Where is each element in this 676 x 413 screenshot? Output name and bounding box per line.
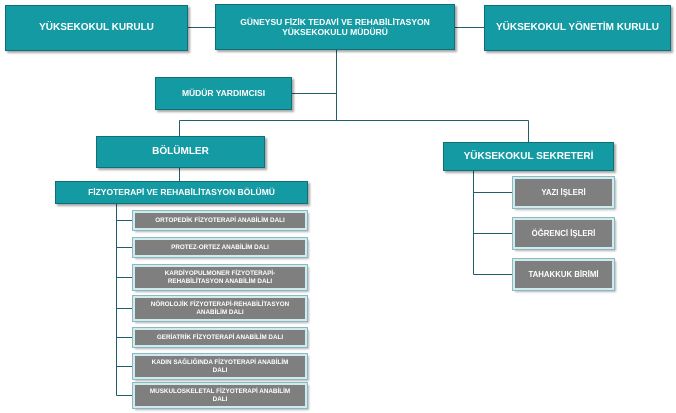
division-box: KADIN SAĞLIĞINDA FİZYOTERAPİ ANABİLİM DA… <box>132 353 308 380</box>
division-box: NÖROLOJİK FİZYOTERAPİ-REHABİLİTASYON ANA… <box>132 295 308 322</box>
division-label: PROTEZ-ORTEZ ANABİLİM DALI <box>171 243 269 251</box>
secretariat-unit-box: ÖĞRENCİ İŞLERİ <box>512 217 615 250</box>
departments-box: BÖLÜMLER <box>96 136 265 168</box>
secretariat-unit-label: YAZI İŞLERİ <box>541 187 586 197</box>
secretariat-unit-label: ÖĞRENCİ İŞLERİ <box>531 228 596 238</box>
secretariat-unit-box: TAHAKKUK BİRİMİ <box>512 258 615 291</box>
departments-label: BÖLÜMLER <box>152 146 209 157</box>
division-box: ORTOPEDİK FİZYOTERAPİ ANABİLİM DALI <box>132 210 308 231</box>
division-label: ORTOPEDİK FİZYOTERAPİ ANABİLİM DALI <box>155 216 285 224</box>
board-box: YÜKSEKOKUL KURULU <box>5 5 188 51</box>
division-box: GERİATRİK FİZYOTERAPİ ANABİLİM DALI <box>132 327 308 348</box>
division-label: KADIN SAĞLIĞINDA FİZYOTERAPİ ANABİLİM DA… <box>151 358 289 374</box>
division-label: NÖROLOJİK FİZYOTERAPİ-REHABİLİTASYON ANA… <box>150 300 290 316</box>
division-box: KARDİYOPULMONER FİZYOTERAPİ-REHABİLİTASY… <box>132 264 308 291</box>
secretariat-unit-box: YAZI İŞLERİ <box>512 176 615 209</box>
division-label: GERİATRİK FİZYOTERAPİ ANABİLİM DALI <box>156 333 284 341</box>
secretariat-unit-label: TAHAKKUK BİRİMİ <box>528 269 599 279</box>
board-label: YÜKSEKOKUL KURULU <box>39 22 154 33</box>
executive-board-label: YÜKSEKOKUL YÖNETİM KURULU <box>496 22 659 33</box>
secretary-box: YÜKSEKOKUL SEKRETERİ <box>443 142 614 171</box>
division-box: PROTEZ-ORTEZ ANABİLİM DALI <box>132 237 308 258</box>
executive-board-box: YÜKSEKOKUL YÖNETİM KURULU <box>484 5 671 51</box>
director-label: GÜNEYSU FİZİK TEDAVİ VE REHABİLİTASYON Y… <box>240 16 430 37</box>
division-label: KARDİYOPULMONER FİZYOTERAPİ-REHABİLİTASY… <box>164 269 276 285</box>
division-label: MUSKULOSKELETAL FİZYOTERAPİ ANABİLİM DAL… <box>149 387 291 403</box>
deputy-label: MÜDÜR YARDIMCISI <box>181 88 266 99</box>
secretary-label: YÜKSEKOKUL SEKRETERİ <box>463 150 594 162</box>
director-box: GÜNEYSU FİZİK TEDAVİ VE REHABİLİTASYON Y… <box>215 4 455 50</box>
deputy-box: MÜDÜR YARDIMCISI <box>155 77 292 110</box>
department-label: FİZYOTERAPİ VE REHABİLİTASYON BÖLÜMÜ <box>88 187 275 198</box>
department-box: FİZYOTERAPİ VE REHABİLİTASYON BÖLÜMÜ <box>55 181 308 204</box>
division-box: MUSKULOSKELETAL FİZYOTERAPİ ANABİLİM DAL… <box>132 382 308 409</box>
